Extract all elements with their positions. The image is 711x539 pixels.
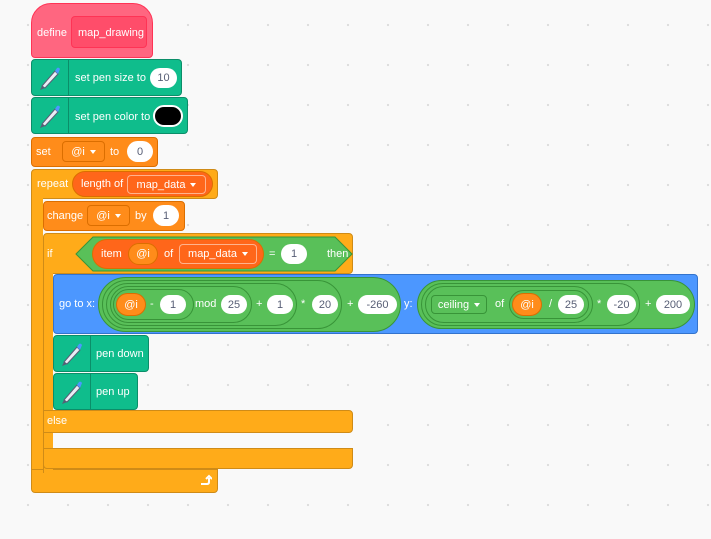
repeat-block-arm [31, 198, 43, 470]
dropdown-arrow-icon [114, 213, 121, 218]
x-plus-1: + [256, 298, 263, 310]
pen-color-icon-box [31, 97, 69, 134]
pen-up-icon-box [53, 373, 91, 410]
set-variable: @i [71, 145, 85, 158]
define-label: define [37, 27, 67, 39]
set-variable-dropdown[interactable]: @i [62, 141, 105, 162]
x-offset[interactable]: -260 [358, 295, 397, 314]
pen-down-block[interactable] [53, 335, 149, 372]
then-label: then [327, 248, 349, 260]
item-list-name: map_data [188, 248, 237, 260]
pen-up-block[interactable] [53, 373, 138, 410]
else-section [43, 410, 353, 433]
y-offset[interactable]: 200 [656, 295, 690, 314]
list-dropdown-map-data[interactable]: map_data [127, 175, 206, 194]
y-plus: + [645, 298, 652, 310]
pen-size-value[interactable]: 10 [150, 68, 177, 88]
pen-down-icon-box [53, 335, 91, 372]
by-label: by [135, 210, 147, 222]
x-mod-label: mod [195, 298, 217, 310]
x-times: * [301, 298, 306, 310]
pen-icon [40, 105, 60, 128]
pen-size-icon-box [31, 59, 69, 96]
y-times: * [597, 298, 602, 310]
x-one[interactable]: 1 [160, 295, 186, 314]
y-multiplier[interactable]: -20 [607, 295, 636, 314]
length-of-label: length of [81, 178, 124, 190]
if-block-foot [43, 448, 353, 469]
change-value[interactable]: 1 [153, 205, 179, 226]
dropdown-arrow-icon [190, 182, 197, 187]
x-multiplier[interactable]: 20 [312, 295, 338, 314]
goto-label: go to x: [59, 298, 96, 310]
to-label: to [110, 146, 120, 158]
custom-block-name: map_drawing [78, 27, 145, 39]
dropdown-arrow-icon [89, 149, 96, 154]
y-divisor[interactable]: 25 [558, 295, 584, 314]
pen-color-swatch[interactable] [153, 105, 183, 127]
custom-block-prototype[interactable] [71, 16, 147, 48]
x-one-2[interactable]: 1 [267, 295, 293, 314]
pen-size-label: set pen size to [75, 72, 146, 84]
x-mod-value[interactable]: 25 [221, 295, 247, 314]
set-label: set [36, 146, 51, 158]
list-name: map_data [136, 178, 186, 191]
repeat-label: repeat [37, 178, 69, 190]
x-plus-2: + [347, 298, 354, 310]
change-variable-dropdown[interactable]: @i [87, 205, 130, 226]
pen-icon [62, 381, 82, 404]
pen-icon [62, 343, 82, 366]
item-label: item [101, 248, 122, 260]
if-block-arm [43, 273, 53, 473]
x-variable[interactable]: @i [116, 293, 146, 316]
y-divide: / [549, 298, 553, 310]
y-label: y: [404, 298, 413, 310]
change-variable: @i [96, 209, 110, 222]
pen-up-label: pen up [96, 386, 130, 398]
of-label: of [164, 248, 174, 260]
dropdown-arrow-icon [474, 302, 481, 307]
item-variable[interactable]: @i [128, 243, 158, 265]
change-label: change [47, 210, 84, 222]
y-variable[interactable]: @i [512, 293, 542, 316]
item-list-dropdown[interactable]: map_data [179, 244, 257, 264]
ceiling-dropdown[interactable]: ceiling [431, 295, 487, 314]
loop-arrow-icon [201, 474, 212, 485]
set-pen-color-block[interactable] [31, 97, 188, 134]
pen-icon [40, 67, 60, 90]
ceiling-func: ceiling [437, 298, 470, 311]
repeat-block-foot [31, 469, 218, 493]
x-minus: - [150, 298, 154, 310]
pen-down-label: pen down [96, 348, 144, 360]
if-label: if [47, 248, 53, 260]
y-of-label: of [495, 298, 505, 310]
equals-value[interactable]: 1 [281, 244, 307, 264]
set-value[interactable]: 0 [127, 141, 153, 162]
equals-operator: = [269, 248, 276, 260]
pen-color-label: set pen color to [75, 111, 151, 123]
dropdown-arrow-icon [241, 252, 248, 256]
else-label: else [47, 415, 68, 427]
